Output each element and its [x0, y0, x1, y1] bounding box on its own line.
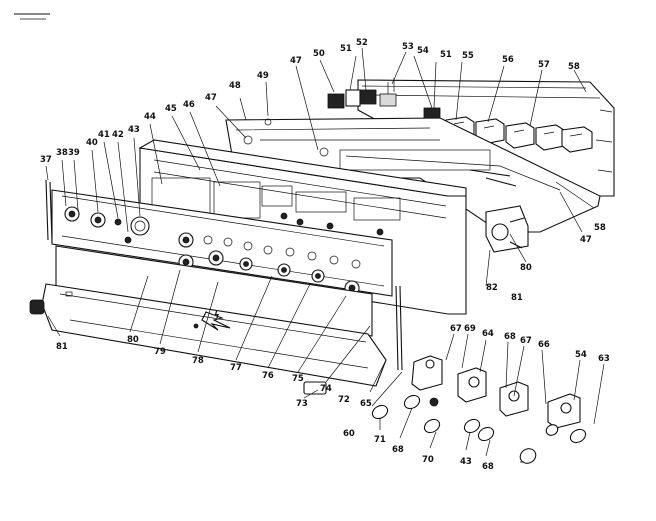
- registration-mark: [14, 13, 50, 20]
- callout-72: 72: [338, 395, 350, 405]
- callout-47-left: 47: [205, 93, 217, 103]
- callout-65: 65: [360, 399, 372, 409]
- callout-53: 53: [402, 42, 414, 52]
- callout-82: 82: [486, 283, 498, 293]
- callout-74: 74: [320, 384, 332, 394]
- callout-50: 50: [313, 49, 325, 59]
- callout-68-bottom: 68: [482, 462, 494, 472]
- callout-47-mid: 47: [290, 56, 302, 66]
- callout-67-right: 67: [520, 336, 532, 346]
- callout-52: 52: [356, 38, 368, 48]
- callout-46: 46: [183, 100, 195, 110]
- callout-66: 66: [538, 340, 550, 350]
- callout-57: 57: [538, 60, 550, 70]
- callout-69: 69: [464, 324, 476, 334]
- callout-41: 41: [98, 130, 110, 140]
- callout-51-right: 51: [440, 50, 452, 60]
- callout-81-left: 81: [56, 342, 68, 352]
- pilot-lamps: [371, 394, 587, 464]
- callout-80-left: 80: [127, 335, 139, 345]
- callout-42: 42: [112, 130, 124, 140]
- callout-68-top: 68: [504, 332, 516, 342]
- trim-strips: [45, 179, 403, 371]
- callout-labels: 37 38 39 40 41 42 43 44 45 46 47 48 49 4…: [40, 38, 610, 472]
- callout-45: 45: [165, 104, 177, 114]
- leader-lines: [45, 47, 605, 463]
- callout-51-left: 51: [340, 44, 352, 54]
- small-hardware: [29, 299, 327, 395]
- callout-38: 38: [56, 148, 68, 158]
- callout-43-top: 43: [128, 125, 140, 135]
- callout-70: 70: [422, 455, 434, 465]
- callout-47-right: 47: [580, 235, 592, 245]
- callout-68-mid: 68: [392, 445, 404, 455]
- callout-76: 76: [262, 371, 274, 381]
- callout-39: 39: [68, 148, 80, 158]
- callout-77: 77: [230, 363, 242, 373]
- callout-44: 44: [144, 112, 156, 122]
- callout-79: 79: [154, 347, 166, 357]
- brand-emblem: ϟ: [214, 311, 220, 321]
- right-bracket-assembly: [485, 205, 529, 253]
- callout-80-right: 80: [520, 263, 532, 273]
- callout-81-right: 81: [511, 293, 523, 303]
- callout-78: 78: [192, 356, 204, 366]
- callout-55: 55: [462, 51, 474, 61]
- socket-brackets: [411, 355, 581, 429]
- callout-67-left: 67: [450, 324, 462, 334]
- callout-49: 49: [257, 71, 269, 81]
- callout-63: 63: [598, 354, 610, 364]
- callout-58-right: 58: [594, 223, 606, 233]
- callout-64: 64: [482, 329, 494, 339]
- callout-58-top: 58: [568, 62, 580, 72]
- callout-56: 56: [502, 55, 514, 65]
- callout-48: 48: [229, 81, 241, 91]
- callout-73: 73: [296, 399, 308, 409]
- callout-75: 75: [292, 374, 304, 384]
- callout-37: 37: [40, 155, 52, 165]
- callout-54-top: 54: [417, 46, 429, 56]
- callout-43-bottom: 43: [460, 457, 472, 467]
- callout-40: 40: [86, 138, 98, 148]
- callout-54-bottom: 54: [575, 350, 587, 360]
- callout-71: 71: [374, 435, 386, 445]
- callout-60: 60: [343, 429, 355, 439]
